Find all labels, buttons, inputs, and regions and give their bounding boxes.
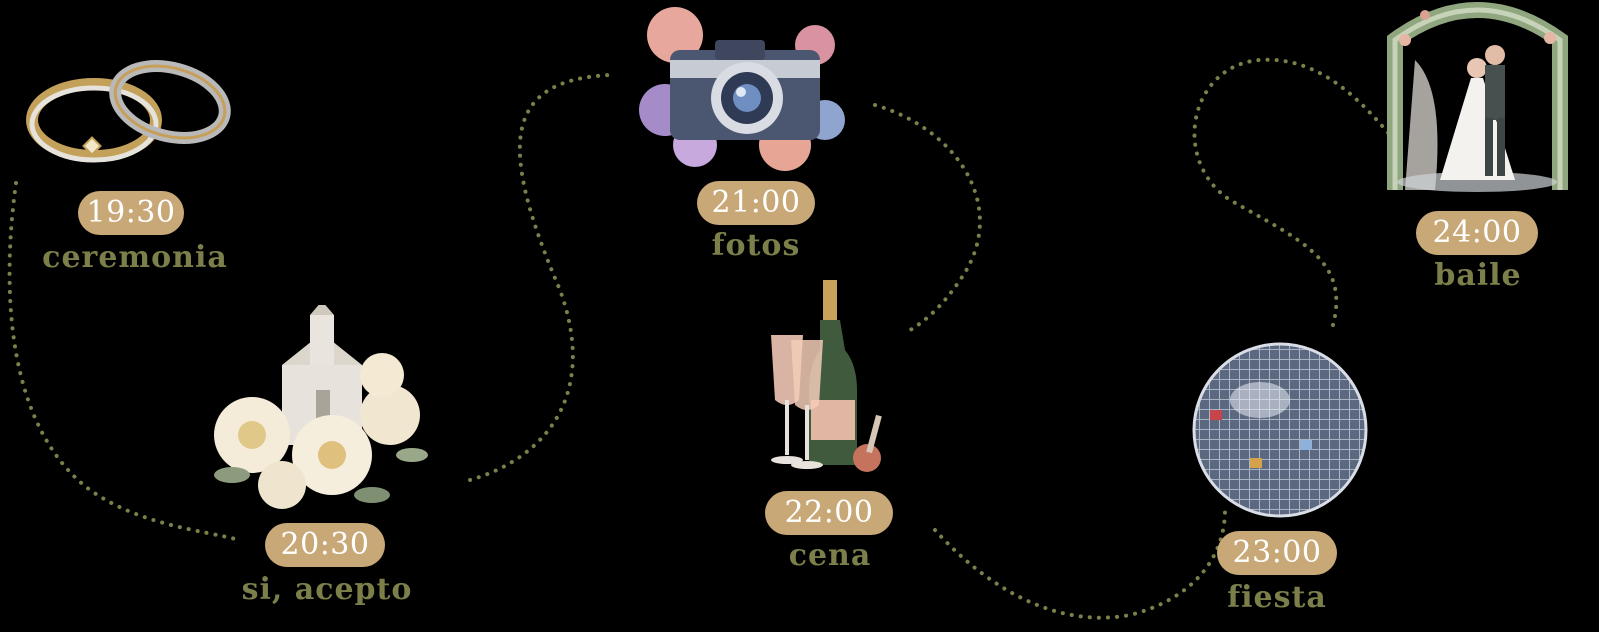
event-label: si, acepto (241, 572, 413, 607)
time-pill: 19:30 (78, 191, 184, 235)
dancing-couple-icon (1387, 2, 1568, 192)
time-text: 19:30 (86, 195, 176, 230)
time-pill: 21:00 (697, 181, 815, 225)
church-flowers-icon (214, 305, 428, 509)
time-text: 22:00 (784, 495, 874, 530)
time-text: 23:00 (1232, 535, 1322, 570)
event-label: ceremonia (42, 240, 228, 275)
event-label: fiesta (1227, 580, 1327, 615)
time-text: 21:00 (711, 185, 801, 220)
wedding-rings-icon (26, 60, 231, 163)
champagne-icon (771, 280, 882, 472)
time-text: 20:30 (280, 527, 370, 562)
time-pill: 20:30 (265, 523, 385, 567)
time-text: 24:00 (1432, 215, 1522, 250)
event-label: cena (788, 538, 872, 573)
time-pill: 22:00 (765, 491, 893, 535)
time-pill: 23:00 (1217, 531, 1337, 575)
camera-flowers-icon (639, 7, 845, 171)
disco-ball-icon (1192, 342, 1368, 518)
time-pill: 24:00 (1416, 211, 1538, 255)
event-label: fotos (711, 228, 801, 263)
event-label: baile (1434, 258, 1522, 293)
